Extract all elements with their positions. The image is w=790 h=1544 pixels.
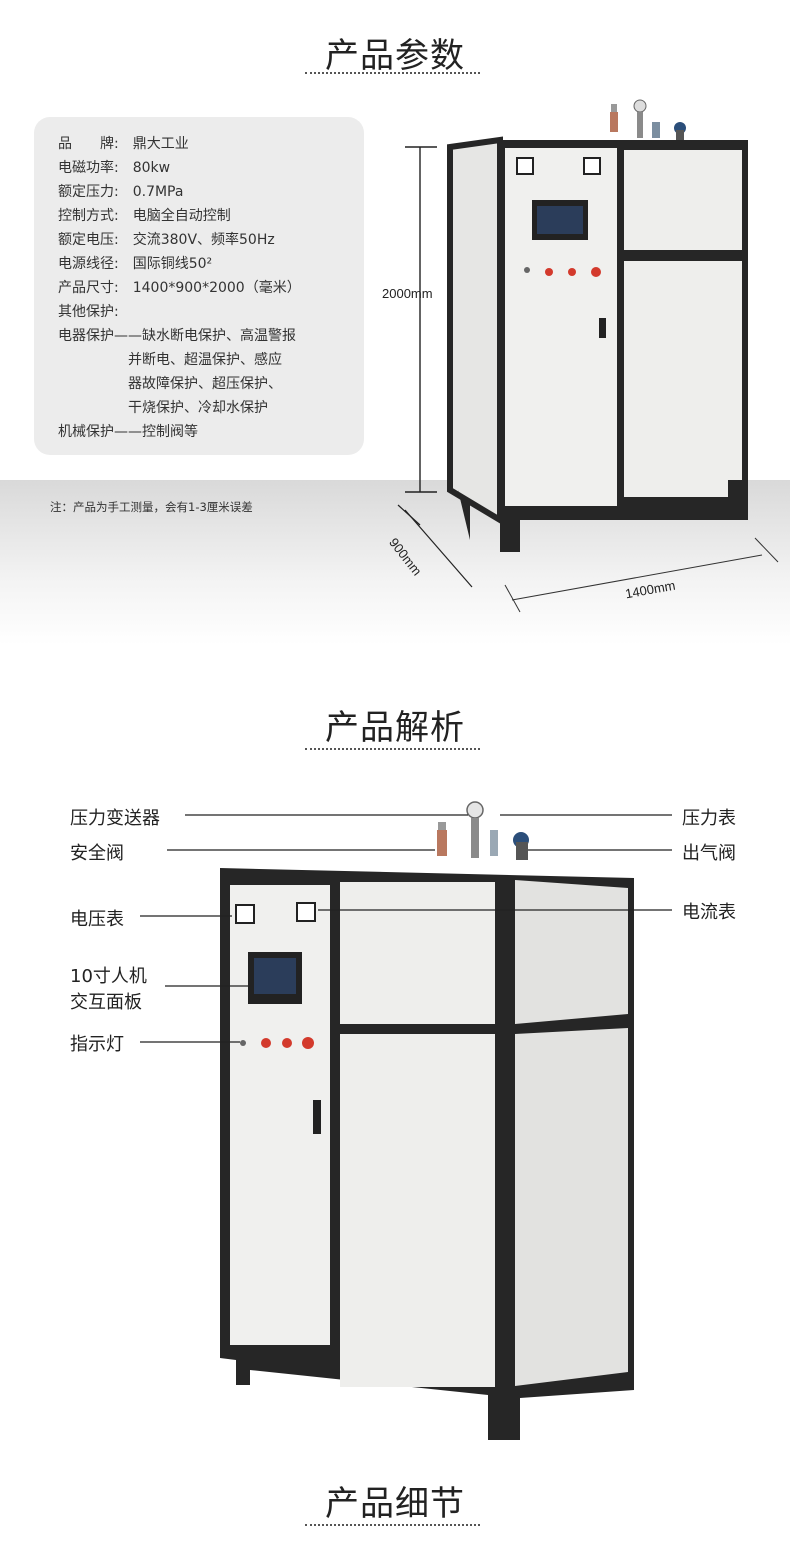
spec-line: 机械保护——控制阀等 — [58, 424, 198, 440]
boiler-unit-2 — [220, 801, 634, 1440]
spec-line: 产品尺寸: 1400*900*2000（毫米） — [58, 280, 301, 296]
callout-outlet-valve: 出气阀 — [682, 843, 736, 864]
product-dimension-image — [397, 99, 779, 613]
title-underline — [305, 72, 480, 74]
callout-hmi-line2: 交互面板 — [70, 992, 142, 1013]
spec-line: 电源线径: 国际铜线50² — [58, 256, 213, 272]
spec-line: 干烧保护、冷却水保护 — [58, 400, 268, 416]
height-label: 2000mm — [382, 286, 433, 301]
spec-line: 额定电压: 交流380V、频率50Hz — [58, 232, 275, 248]
callout-hmi-line1: 10寸人机 — [70, 966, 147, 987]
title-underline — [305, 748, 480, 750]
section-title-detail: 产品细节 — [325, 1484, 465, 1524]
spec-line: 电器保护——缺水断电保护、高温警报 — [58, 328, 296, 344]
section-title-params: 产品参数 — [325, 36, 465, 76]
callout-ammeter: 电流表 — [682, 902, 736, 923]
callout-pressure-gauge: 压力表 — [682, 808, 736, 829]
callout-pressure-transmitter: 压力变送器 — [70, 808, 160, 829]
callout-voltmeter: 电压表 — [70, 909, 124, 930]
boiler-unit-1 — [447, 99, 748, 552]
spec-line: 额定压力: 0.7MPa — [58, 184, 184, 200]
measurement-note: 注：产品为手工测量，会有1-3厘米误差 — [50, 500, 253, 514]
title-underline — [305, 1524, 480, 1526]
depth-dimension-line — [397, 504, 473, 588]
spec-line: 器故障保护、超压保护、 — [58, 376, 282, 392]
height-dimension-line — [405, 146, 437, 493]
spec-line: 其他保护: — [58, 304, 119, 320]
spec-line: 并断电、超温保护、感应 — [58, 352, 282, 368]
spec-card — [34, 117, 364, 455]
spec-line: 品 牌: 鼎大工业 — [58, 136, 189, 152]
width-dimension-line — [504, 537, 779, 613]
spec-line: 电磁功率: 80kw — [58, 160, 171, 176]
spec-line: 控制方式: 电脑全自动控制 — [58, 208, 231, 224]
section-title-analysis: 产品解析 — [325, 708, 465, 748]
callout-lines — [140, 814, 672, 1043]
callout-safety-valve: 安全阀 — [70, 843, 124, 864]
callout-indicator: 指示灯 — [70, 1034, 124, 1055]
